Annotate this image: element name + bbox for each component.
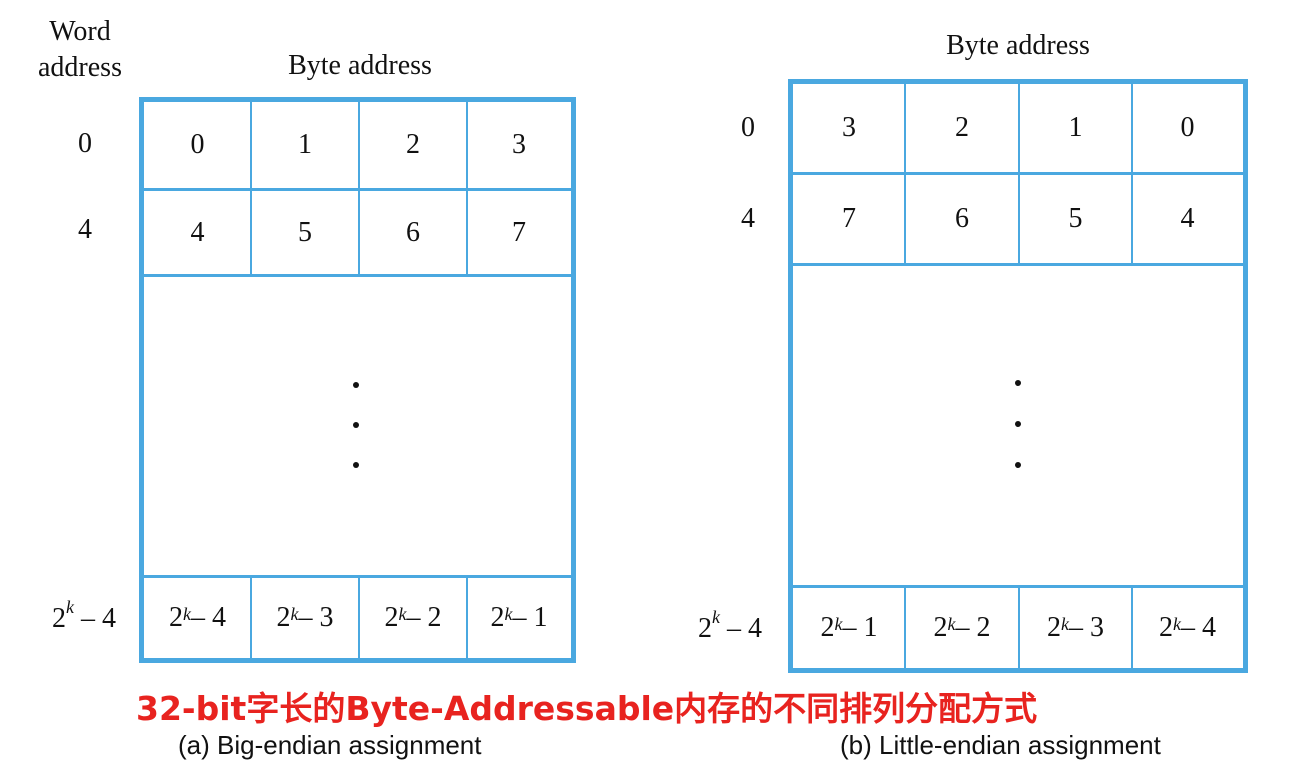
be-row-label-0: 0 — [78, 128, 92, 159]
be-col-divider-2 — [358, 102, 360, 274]
be-col-divider-1 — [250, 102, 252, 274]
be-row-divider-3 — [144, 575, 571, 578]
big-endian-caption: (a) Big-endian assignment — [178, 730, 482, 760]
le-col-divider-3b — [1131, 585, 1133, 668]
le-cell-1-3: 4 — [1180, 203, 1195, 234]
be-cell-1-2: 6 — [406, 216, 420, 248]
le-row-divider-2 — [793, 263, 1243, 266]
le-col-divider-2b — [1018, 585, 1020, 668]
be-ellipsis-dot-1 — [353, 382, 359, 388]
le-ellipsis-dot-1 — [1015, 380, 1021, 386]
be-cell-1-1: 5 — [298, 216, 312, 248]
le-cell-1-2: 5 — [1068, 203, 1083, 234]
le-row-label-last: 2k – 4 — [698, 606, 762, 644]
be-cell-0-0: 0 — [190, 129, 205, 160]
word-address-header-line2: address — [38, 52, 122, 83]
le-ellipsis-dot-3 — [1015, 462, 1021, 468]
le-col-divider-3 — [1131, 84, 1133, 263]
be-col-divider-1b — [250, 575, 252, 658]
le-row-label-0: 0 — [741, 112, 755, 143]
word-address-header: Word address — [30, 14, 130, 86]
be-row-label-4: 4 — [78, 214, 92, 245]
little-endian-caption: (b) Little-endian assignment — [840, 730, 1161, 760]
le-col-divider-2 — [1018, 84, 1020, 263]
le-row-label-4: 4 — [741, 203, 755, 234]
be-row-divider-2 — [144, 274, 571, 277]
be-cell-0-2: 2 — [406, 129, 420, 160]
right-byte-address-header: Byte address — [946, 30, 1090, 61]
be-cell-1-0: 4 — [190, 216, 205, 248]
be-cell-0-3: 3 — [512, 129, 526, 160]
le-col-divider-1b — [904, 585, 906, 668]
le-cell-1-1: 6 — [955, 203, 969, 234]
be-ellipsis-dot-2 — [353, 422, 359, 428]
be-col-divider-3 — [466, 102, 468, 274]
be-cell-0-1: 1 — [298, 129, 312, 160]
le-cell-0-3: 0 — [1180, 112, 1195, 143]
le-cell-0-1: 2 — [955, 112, 969, 143]
word-address-header-line1: Word — [49, 16, 111, 47]
le-cell-0-2: 1 — [1068, 112, 1083, 143]
left-byte-address-header: Byte address — [288, 50, 432, 81]
be-row-divider-1 — [144, 188, 571, 191]
be-col-divider-3b — [466, 575, 468, 658]
le-col-divider-1 — [904, 84, 906, 263]
be-col-divider-2b — [358, 575, 360, 658]
le-ellipsis-dot-2 — [1015, 421, 1021, 427]
le-cell-0-0: 3 — [842, 112, 856, 143]
be-cell-1-3: 7 — [512, 216, 526, 248]
le-cell-1-0: 7 — [842, 203, 856, 234]
be-row-label-last: 2k – 4 — [52, 596, 116, 634]
red-annotation-title: 32-bit字长的Byte-Addressable内存的不同排列分配方式 — [136, 689, 1038, 728]
be-ellipsis-dot-3 — [353, 462, 359, 468]
